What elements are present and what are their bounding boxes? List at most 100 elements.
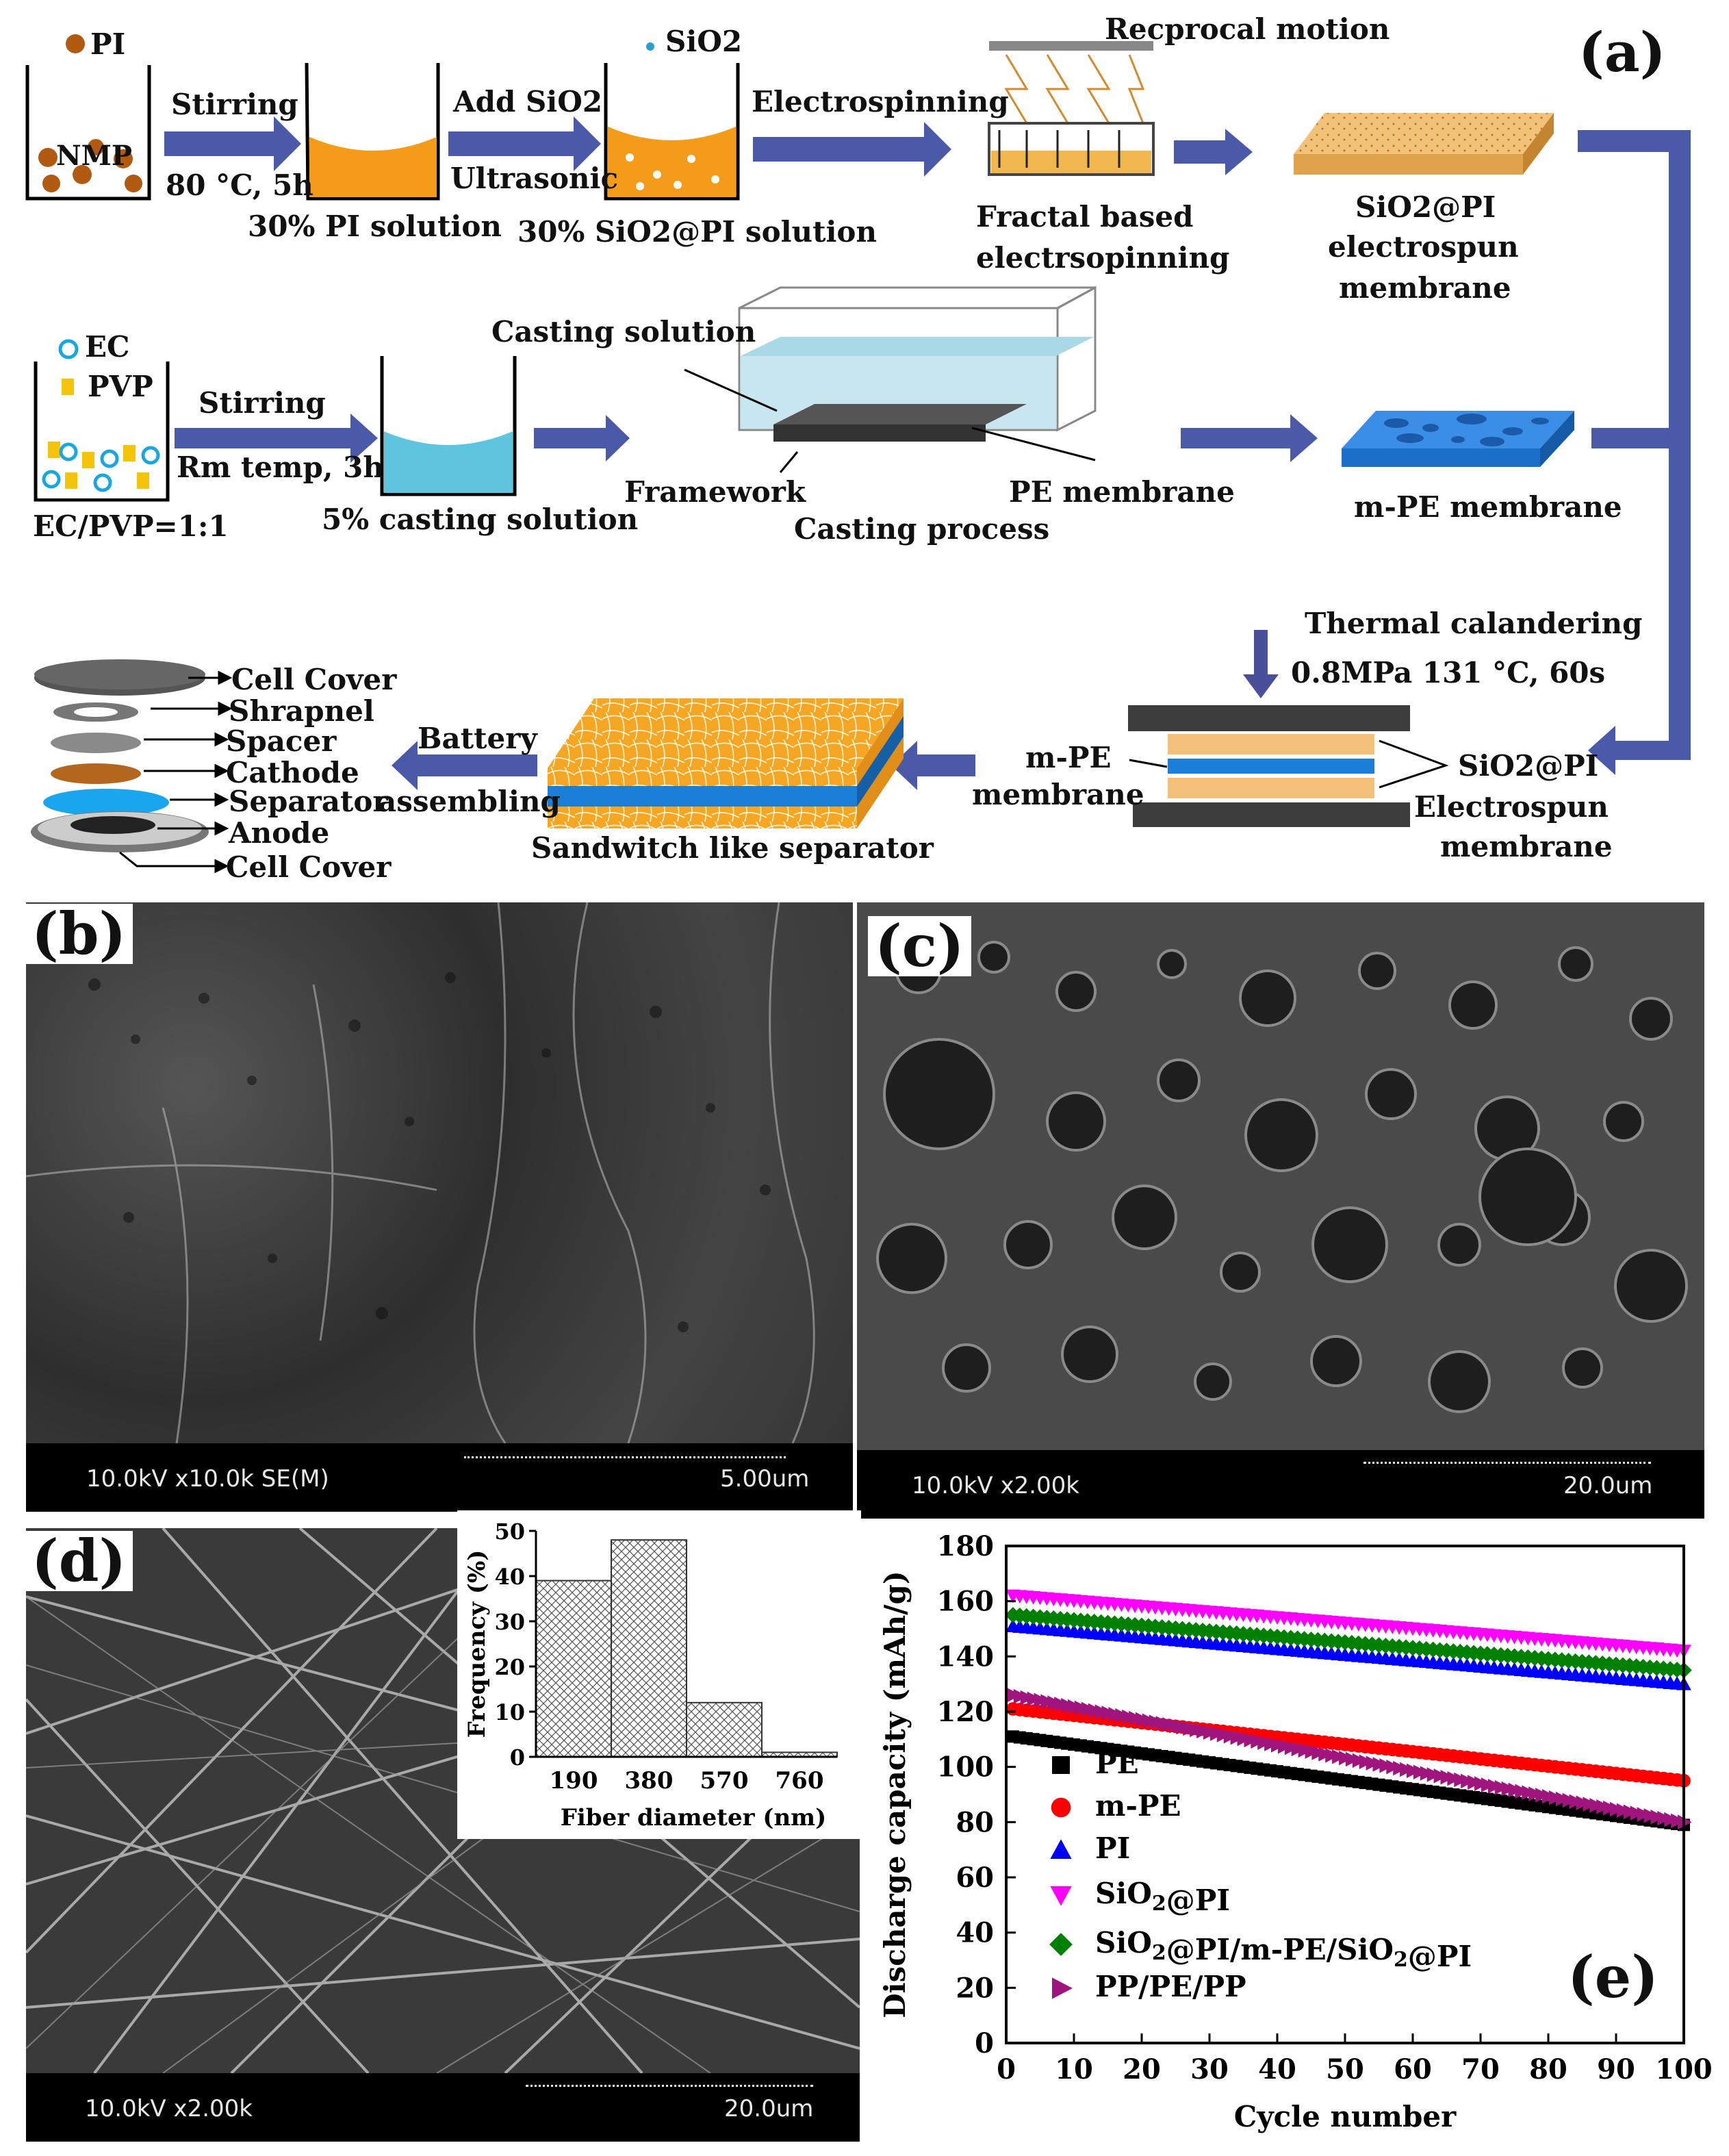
legend-marker <box>1050 1886 1072 1906</box>
legend-marker <box>1050 1839 1072 1859</box>
beaker2-caption: 30% PI solution <box>248 210 502 243</box>
y-tick-label: 20 <box>956 1972 994 2004</box>
cell-part-1: Cell Cover <box>231 663 397 696</box>
histogram-y-tick: 30 <box>494 1609 525 1635</box>
histogram-x-tick: 570 <box>700 1767 749 1794</box>
membrane-caption-3: membrane <box>1339 271 1511 305</box>
sio2pi-label-2: Electrospun <box>1414 790 1609 824</box>
membrane-caption-1: SiO2@PI <box>1355 190 1496 224</box>
cell-part-3: Spacer <box>226 724 337 758</box>
m-pe-label-2: membrane <box>972 778 1144 811</box>
panel-b-letter: (b) <box>25 903 133 965</box>
panel-c-info: 10.0kV x2.00k <box>912 1472 1079 1499</box>
histogram-bar-570 <box>686 1701 763 1758</box>
x-tick-label: 20 <box>1123 2053 1161 2085</box>
panel-b-scale-ticks <box>464 1449 786 1458</box>
arrow-1 <box>164 116 301 171</box>
y-tick-label: 160 <box>937 1586 995 1618</box>
histogram-y-tick: 40 <box>494 1564 525 1590</box>
beaker-sio2-pi-solution <box>604 63 740 201</box>
panel-c-sem-image: 10.0kV x2.00k 20.0um <box>857 902 1704 1519</box>
legend-label: m-PE <box>1095 1789 1181 1823</box>
cell-part-4: Cathode <box>226 756 359 789</box>
arrow-2 <box>448 116 601 171</box>
histogram-y-tick: 50 <box>494 1519 525 1545</box>
panel-b-info-bar <box>26 1443 853 1512</box>
x-tick-label: 70 <box>1461 2053 1500 2085</box>
conditions-label: 0.8MPa 131 °C, 60s <box>1291 656 1606 689</box>
histogram-x-tick: 380 <box>625 1767 674 1794</box>
nmp-label: NMP <box>56 140 132 172</box>
thermal-label: Thermal calandering <box>1305 607 1643 640</box>
panel-c-scale-ticks <box>1363 1455 1651 1464</box>
row2-beaker-caption: 5% casting solution <box>322 503 639 536</box>
histogram-x-tick: 760 <box>776 1767 824 1794</box>
arrow-row3-1 <box>891 741 975 790</box>
pi-legend-dot <box>66 34 85 53</box>
cell-part-6: Anode <box>229 816 330 850</box>
x-tick-label: 50 <box>1326 2053 1364 2085</box>
battery-label-2: assembling <box>378 785 561 818</box>
arrow-4 <box>1174 129 1253 175</box>
cell-part-7: Cell Cover <box>226 850 392 884</box>
panel-d-info-bar <box>26 2073 860 2142</box>
x-tick-label: 90 <box>1597 2053 1635 2085</box>
x-tick-label: 30 <box>1190 2053 1229 2085</box>
casting-solution-label: Casting solution <box>491 315 756 348</box>
y-tick-label: 40 <box>956 1917 994 1949</box>
legend-label: PP/PE/PP <box>1095 1970 1246 2003</box>
legend: PE m-PE PI SiO2@PI SiO2@PI/m-PE/SiO2@PIPP/PE… <box>1049 1747 1472 2003</box>
m-pe-label-1: m-PE <box>1025 741 1112 774</box>
histogram-bar-380 <box>611 1539 687 1758</box>
sio2pi-label-1: SiO2@PI <box>1458 749 1599 783</box>
legend-marker <box>1052 1977 1073 1999</box>
row2-step1-top: Stirring <box>198 386 326 420</box>
legend-label: SiO2@PI/m-PE/SiO2@PI <box>1095 1926 1472 1973</box>
panel-c-letter: (c) <box>868 915 971 977</box>
step1-top: Stirring <box>171 88 298 121</box>
x-tick-label: 40 <box>1258 2053 1296 2085</box>
series-PP/PE/PP <box>1006 1688 1692 1830</box>
histogram-y-label: Frequency (%) <box>463 1550 491 1738</box>
beaker-pi-solution <box>305 62 440 201</box>
legend-label: SiO2@PI <box>1095 1877 1230 1917</box>
arrow-row2-3 <box>1181 414 1318 462</box>
membrane-caption-2: electrospun <box>1328 230 1519 264</box>
panel-c-info-bar <box>857 1450 1704 1519</box>
beaker3-caption: 30% SiO2@PI solution <box>517 215 877 249</box>
x-tick-label: 80 <box>1529 2053 1567 2085</box>
arrow-row2-2 <box>534 415 630 461</box>
m-pe-membrane <box>1342 411 1574 467</box>
sandwich-caption: Sandwitch like separator <box>531 831 934 865</box>
panel-b-info: 10.0kV x10.0k SE(M) <box>86 1465 329 1493</box>
framework-label: Framework <box>624 475 806 509</box>
panel-a: (a) PI NMP Stirring 80 °C, 5h 30% PI sol… <box>0 0 1729 897</box>
legend-label: PI <box>1095 1831 1130 1865</box>
x-tick-label: 100 <box>1655 2053 1713 2085</box>
histogram-bar-190 <box>535 1580 612 1758</box>
step3-top: Electrospinning <box>752 85 1009 118</box>
pvp-legend-icon <box>62 379 74 395</box>
panel-c-pores <box>876 941 1688 1413</box>
connector-arrow-2 <box>1591 428 1677 448</box>
x-tick-label: 60 <box>1394 2053 1432 2085</box>
x-axis-label: Cycle number <box>1234 2100 1457 2133</box>
x-tick-label: 0 <box>997 2053 1016 2085</box>
sio2pi-label-3: membrane <box>1440 830 1613 863</box>
legend-label: PE <box>1095 1747 1139 1780</box>
sio2-pi-membrane <box>1294 113 1554 175</box>
panel-a-letter: (a) <box>1578 20 1666 84</box>
sio2-legend-label: SiO2 <box>665 25 743 58</box>
arrow-row3-2 <box>392 741 537 790</box>
y-tick-label: 120 <box>937 1696 995 1728</box>
step2-bottom: Ultrasonic <box>450 162 619 195</box>
histogram-x-tick: 190 <box>550 1767 598 1794</box>
series-PE <box>1006 1730 1690 1831</box>
device-caption-2: electrsopinning <box>976 241 1230 275</box>
casting-process-label: Casting process <box>794 512 1050 546</box>
panel-b-sem-image: 10.0kV x10.0k SE(M) 5.00um <box>26 902 853 1512</box>
electrospinning-device <box>988 41 1155 176</box>
arrow-row2-1 <box>175 414 378 463</box>
